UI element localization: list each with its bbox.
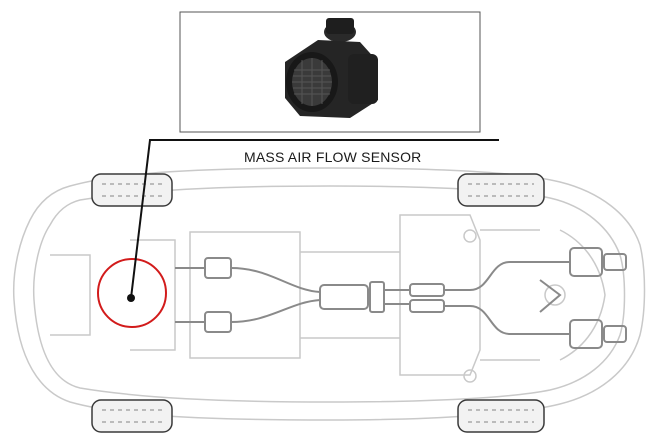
tire-front-right	[91, 399, 173, 433]
tires	[91, 173, 545, 433]
callout-label: MASS AIR FLOW SENSOR	[244, 149, 422, 165]
callout-leader-line	[130, 139, 499, 299]
tire-treads	[102, 183, 534, 423]
mass-air-flow-sensor-icon	[285, 18, 378, 118]
car-body-outline	[12, 167, 646, 421]
tire-front-left	[91, 173, 173, 207]
exhaust-system	[175, 247, 627, 349]
sensor-location-highlight	[97, 258, 167, 328]
tire-rear-right	[457, 399, 545, 433]
tire-rear-left	[457, 173, 545, 207]
